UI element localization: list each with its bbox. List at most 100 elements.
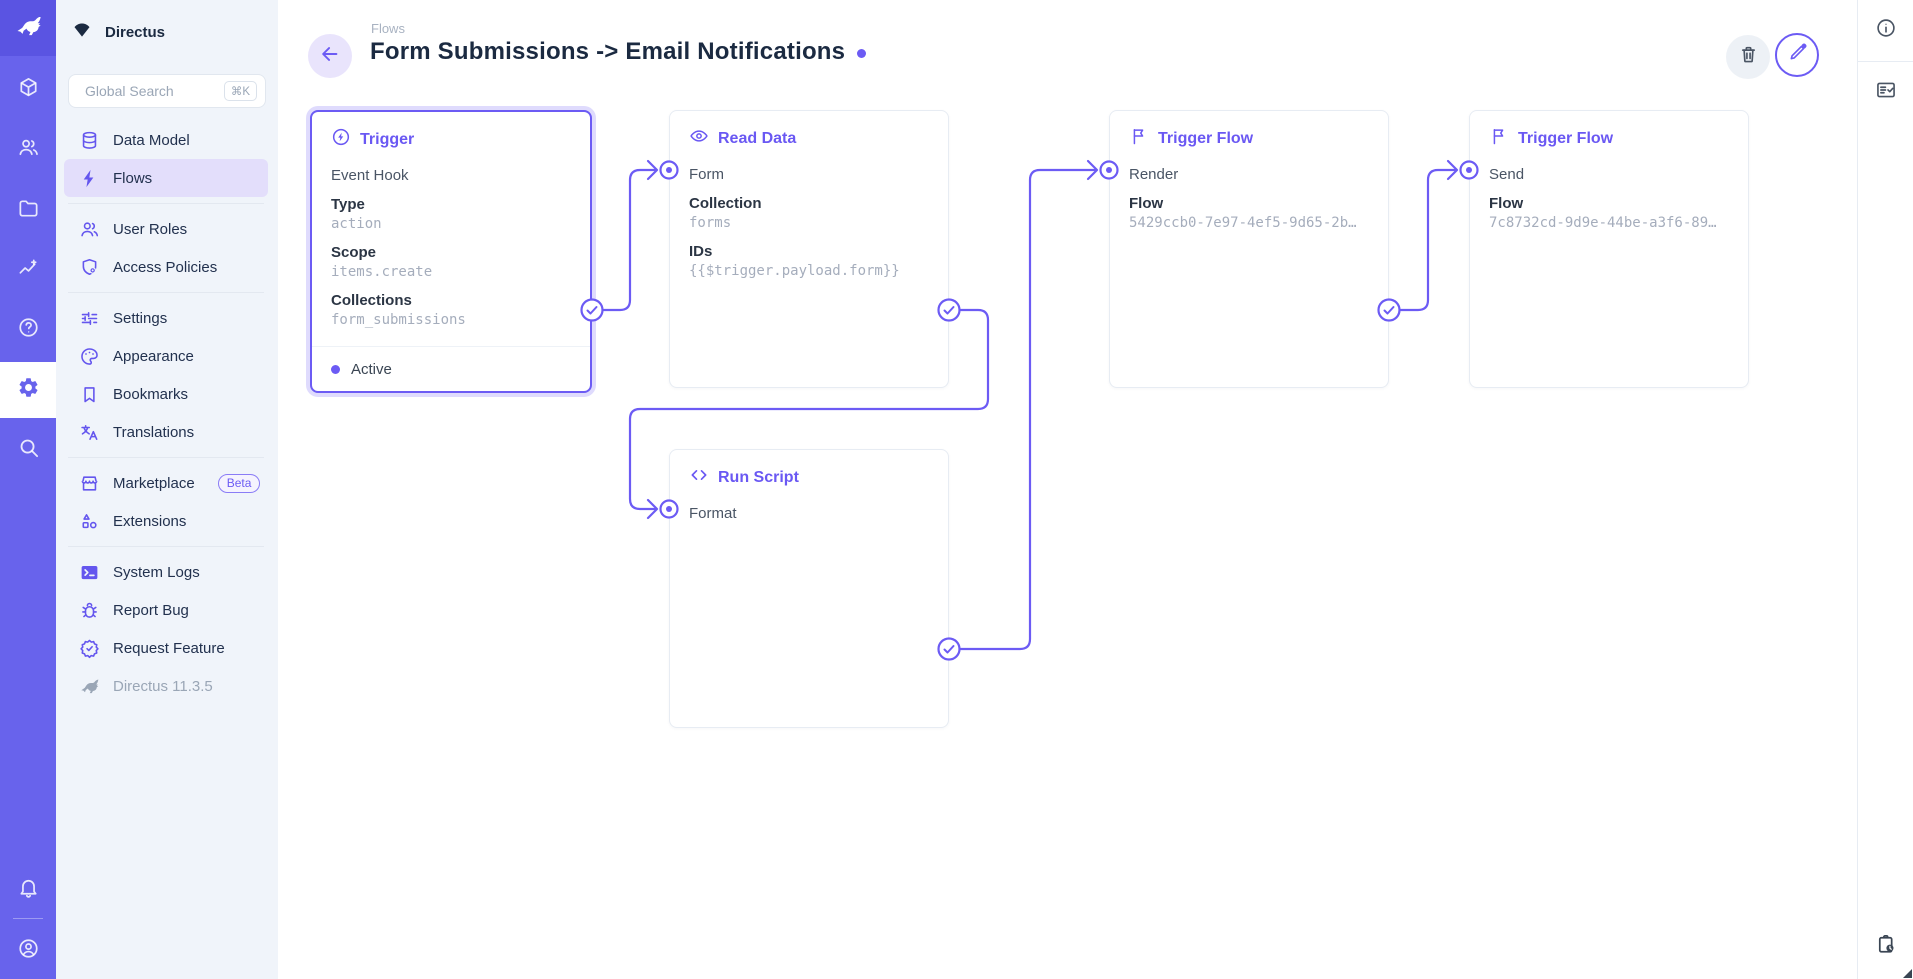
sidebar-item-marketplace[interactable]: Marketplace Beta [64,464,268,502]
sidebar-item-extensions[interactable]: Extensions [64,502,268,540]
sidebar-item-label: Bookmarks [113,385,189,403]
bolt-icon [78,168,100,189]
module-insights[interactable] [0,243,56,299]
arrowhead-icon [1446,159,1459,181]
field-label: Collections [331,292,412,309]
node-name: Format [689,505,737,522]
field-label: IDs [689,243,713,260]
seal-check-icon [78,638,100,659]
logs-panel-button[interactable] [1858,68,1913,116]
resize-handle[interactable] [1903,969,1912,978]
edge-run-script-to-render [947,168,1098,651]
sidebar-item-label: Data Model [113,131,190,149]
nav-divider [68,203,264,204]
palette-icon [78,346,100,367]
directus-rabbit-icon [13,15,43,42]
sidebar-item-label: Report Bug [113,601,189,619]
field-value: action [331,216,382,232]
sidebar-item-user-roles[interactable]: User Roles [64,210,268,248]
sidebar-item-flows[interactable]: Flows [64,159,268,197]
node-header: Trigger Flow [1129,126,1369,151]
nav-divider [68,546,264,547]
database-icon [78,130,100,151]
breadcrumb[interactable]: Flows [371,21,405,36]
pending-revisions-button[interactable] [1858,933,1913,961]
node-header: Run Script [689,465,929,490]
delete-flow-button[interactable] [1726,35,1770,79]
sidebar-item-translations[interactable]: Translations [64,413,268,451]
bug-icon [78,600,100,621]
directus-logo-tile[interactable] [0,0,56,56]
sidebar-item-label: Flows [113,169,153,187]
edge-render-to-send [1387,168,1458,312]
edit-flow-button[interactable] [1775,33,1819,77]
module-users[interactable] [0,122,56,178]
module-help[interactable] [0,302,56,358]
code-icon [689,465,709,490]
info-icon [1875,17,1897,44]
title-row: Form Submissions -> Email Notifications [370,38,867,66]
arrowhead-icon [646,498,659,520]
arrow-left-icon [319,43,341,70]
back-button[interactable] [308,34,352,78]
sidebar-item-label: User Roles [113,220,188,238]
notifications-button[interactable] [0,862,56,918]
version-label: Directus 11.3.5 [113,677,213,695]
search-input[interactable] [83,82,224,100]
node-type-label: Trigger Flow [1518,129,1614,147]
node-name: Form [689,166,724,183]
flow-node-run-script[interactable]: Run Script Format [669,449,949,728]
account-button[interactable] [0,923,56,979]
project-name: Directus [105,23,166,41]
flow-status-dot [857,49,867,58]
cube-icon [17,76,40,104]
bell-icon [17,876,40,904]
module-settings[interactable] [0,362,56,418]
fact-check-icon [1875,79,1897,106]
arrowhead-icon [646,159,659,181]
project-switcher[interactable]: Directus [56,12,278,52]
navigation-sidebar: Directus ⌘K Data Model Flows User Roles [56,0,278,979]
storefront-icon [78,473,100,494]
sidebar-item-access-policies[interactable]: Access Policies [64,248,268,286]
sidebar-item-appearance[interactable]: Appearance [64,337,268,375]
edge-trigger-to-read-data [590,168,658,312]
shield-lock-icon [78,257,100,278]
sidebar-item-bookmarks[interactable]: Bookmarks [64,375,268,413]
beta-badge: Beta [217,473,261,493]
sidebar-version-row: Directus 11.3.5 [64,667,268,705]
sidebar-item-system-logs[interactable]: System Logs [64,553,268,591]
field-value: form_submissions [331,312,466,328]
trigger-status-row: Active [312,346,590,391]
module-content[interactable] [0,62,56,118]
sidebar-item-report-bug[interactable]: Report Bug [64,591,268,629]
field-label: Collection [689,195,762,212]
module-search[interactable] [0,422,56,478]
search-shortcut-kbd: ⌘K [223,81,257,101]
arrowhead-icon [1086,159,1099,181]
help-icon [17,316,40,344]
node-type-label: Trigger [360,130,415,148]
sidebar-item-label: Request Feature [113,639,225,657]
sidebar-item-label: Access Policies [113,258,218,276]
sidebar-item-request-feature[interactable]: Request Feature [64,629,268,667]
project-logo-icon [71,20,93,45]
module-bar-divider [13,918,43,919]
node-name: Render [1129,166,1179,183]
gear-icon [17,376,40,404]
terminal-icon [78,562,100,583]
node-name: Send [1489,166,1525,183]
field-value: 5429ccb0-7e97-4ef5-9d65-2b… [1129,215,1357,231]
info-panel-button[interactable] [1858,0,1913,62]
bookmark-icon [78,384,100,405]
sidebar-item-settings[interactable]: Settings [64,299,268,337]
node-type-label: Run Script [718,468,799,486]
translate-icon [78,422,100,443]
module-files[interactable] [0,183,56,239]
sidebar-item-data-model[interactable]: Data Model [64,121,268,159]
field-value: 7c8732cd-9d9e-44be-a3f6-89… [1489,215,1717,231]
